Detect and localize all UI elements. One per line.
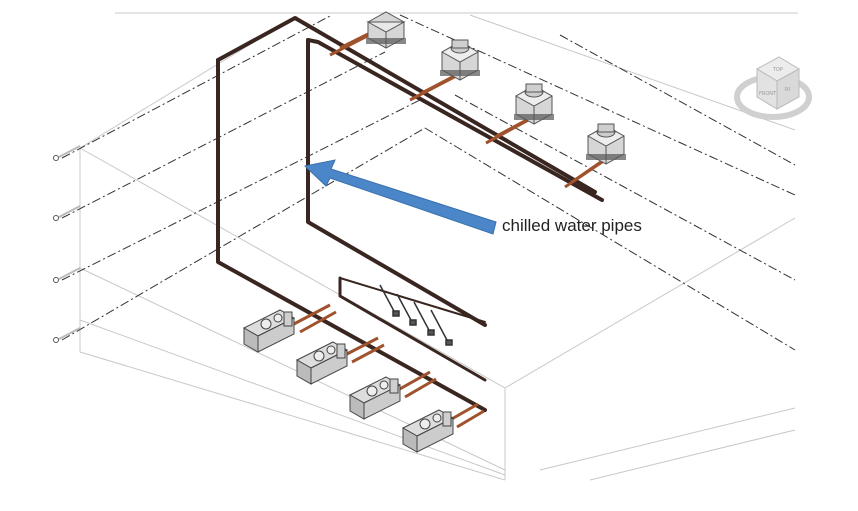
building-outline [79, 12, 798, 481]
main-pipes [216, 16, 604, 412]
grid-lines [61, 14, 796, 351]
chiller [348, 376, 402, 420]
chiller-branches [291, 303, 485, 429]
return-pipe [306, 38, 604, 202]
level-markers [53, 145, 81, 343]
supply-riser [216, 58, 487, 412]
cooling-tower [586, 123, 626, 165]
annotation-label: chilled water pipes [502, 216, 642, 235]
pump-drops [379, 284, 453, 346]
chiller [242, 309, 296, 353]
return-riser [306, 38, 487, 327]
annotation-arrow [303, 159, 497, 235]
supply-pipe [216, 16, 597, 194]
viewcube-front-label[interactable]: FRONT [759, 91, 777, 97]
cooling-tower [440, 39, 480, 81]
viewcube-top-label[interactable]: TOP [772, 67, 783, 73]
viewcube-right-label[interactable]: RI [785, 87, 790, 93]
chillers [242, 309, 455, 453]
cooling-towers [366, 11, 626, 165]
view-cube[interactable]: TOP FRONT RI [734, 56, 812, 120]
chiller [401, 409, 455, 453]
pump-header [338, 276, 487, 382]
cooling-tower [366, 11, 406, 49]
cooling-tower [514, 83, 554, 125]
chiller [295, 341, 349, 385]
